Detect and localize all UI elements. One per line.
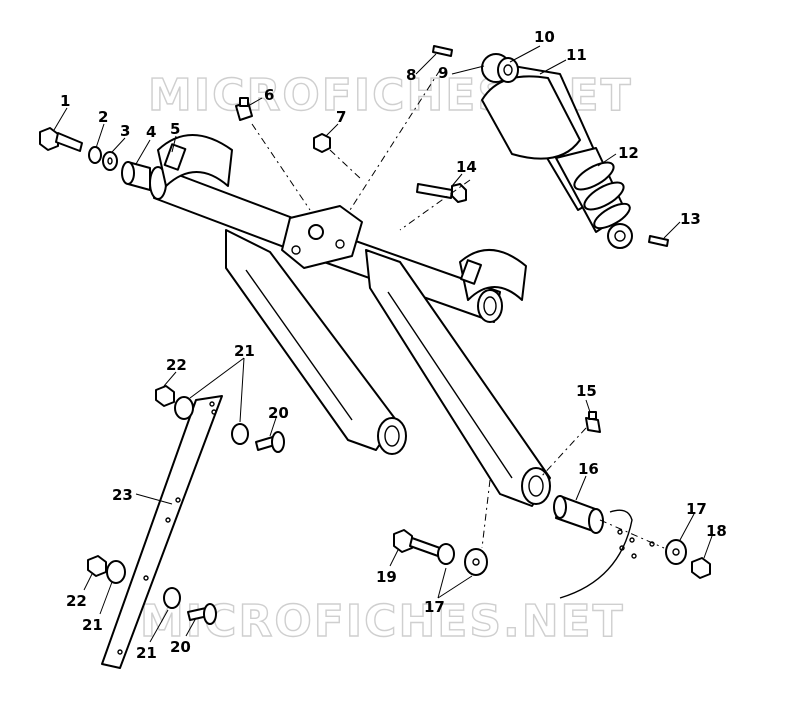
part-20-bolt-top bbox=[255, 431, 285, 453]
callout-9: 9 bbox=[438, 64, 448, 82]
callout-6: 6 bbox=[264, 86, 274, 104]
part-21-washer-1 bbox=[174, 396, 194, 420]
callout-3: 3 bbox=[120, 122, 130, 140]
callout-16: 16 bbox=[578, 460, 599, 478]
callout-22-bottom: 22 bbox=[66, 592, 87, 610]
part-20-bolt-bottom bbox=[187, 603, 217, 625]
part-23-strap bbox=[101, 395, 223, 669]
callout-21-left: 21 bbox=[82, 616, 103, 634]
part-5-swing-arm bbox=[149, 134, 551, 507]
callout-18: 18 bbox=[706, 522, 727, 540]
part-6-grease-fitting bbox=[235, 97, 253, 121]
part-14-bolt bbox=[416, 183, 467, 203]
part-16-bushing bbox=[553, 495, 604, 534]
part-1-bolt bbox=[39, 127, 83, 152]
part-22-nut-top bbox=[155, 385, 175, 407]
callout-20-bottom: 20 bbox=[170, 638, 191, 656]
callout-17-right: 17 bbox=[686, 500, 707, 518]
callout-17-bottom: 17 bbox=[424, 598, 445, 616]
watermark-bottom: MICROFICHES.NET bbox=[140, 596, 625, 647]
callout-2: 2 bbox=[98, 108, 108, 126]
callout-4: 4 bbox=[146, 123, 156, 141]
part-18-nut bbox=[691, 557, 711, 579]
shock-absorber bbox=[481, 53, 633, 249]
callout-23: 23 bbox=[112, 486, 133, 504]
callout-5: 5 bbox=[170, 120, 180, 138]
callout-8: 8 bbox=[406, 66, 416, 84]
callout-19: 19 bbox=[376, 568, 397, 586]
callout-14: 14 bbox=[456, 158, 477, 176]
callout-21-top: 21 bbox=[234, 342, 255, 360]
callout-15: 15 bbox=[576, 382, 597, 400]
part-3-washer bbox=[102, 151, 118, 171]
callout-20-top: 20 bbox=[268, 404, 289, 422]
part-17-washer-a bbox=[437, 543, 455, 565]
part-17-washer-b bbox=[464, 548, 488, 576]
part-21-washer-2 bbox=[231, 423, 249, 445]
part-21-washer-3 bbox=[106, 560, 126, 584]
part-17-washer-right bbox=[665, 539, 687, 565]
part-2-washer bbox=[88, 146, 102, 164]
callout-11: 11 bbox=[566, 46, 587, 64]
callout-22-top: 22 bbox=[166, 356, 187, 374]
part-8-pin bbox=[432, 45, 453, 57]
part-7-nut bbox=[313, 133, 331, 153]
part-13-pin bbox=[648, 235, 669, 247]
part-15-grease-fitting bbox=[585, 411, 601, 433]
callout-10: 10 bbox=[534, 28, 555, 46]
callout-12: 12 bbox=[618, 144, 639, 162]
callout-1: 1 bbox=[60, 92, 70, 110]
callout-7: 7 bbox=[336, 108, 346, 126]
callout-21-bottom: 21 bbox=[136, 644, 157, 662]
hole-pattern bbox=[617, 529, 655, 559]
part-21-washer-4 bbox=[163, 587, 181, 609]
part-4-bushing bbox=[121, 161, 151, 191]
callout-13: 13 bbox=[680, 210, 701, 228]
shim-outline bbox=[559, 509, 633, 599]
part-22-nut-bottom bbox=[87, 555, 107, 577]
part-19-bolt bbox=[393, 529, 441, 557]
